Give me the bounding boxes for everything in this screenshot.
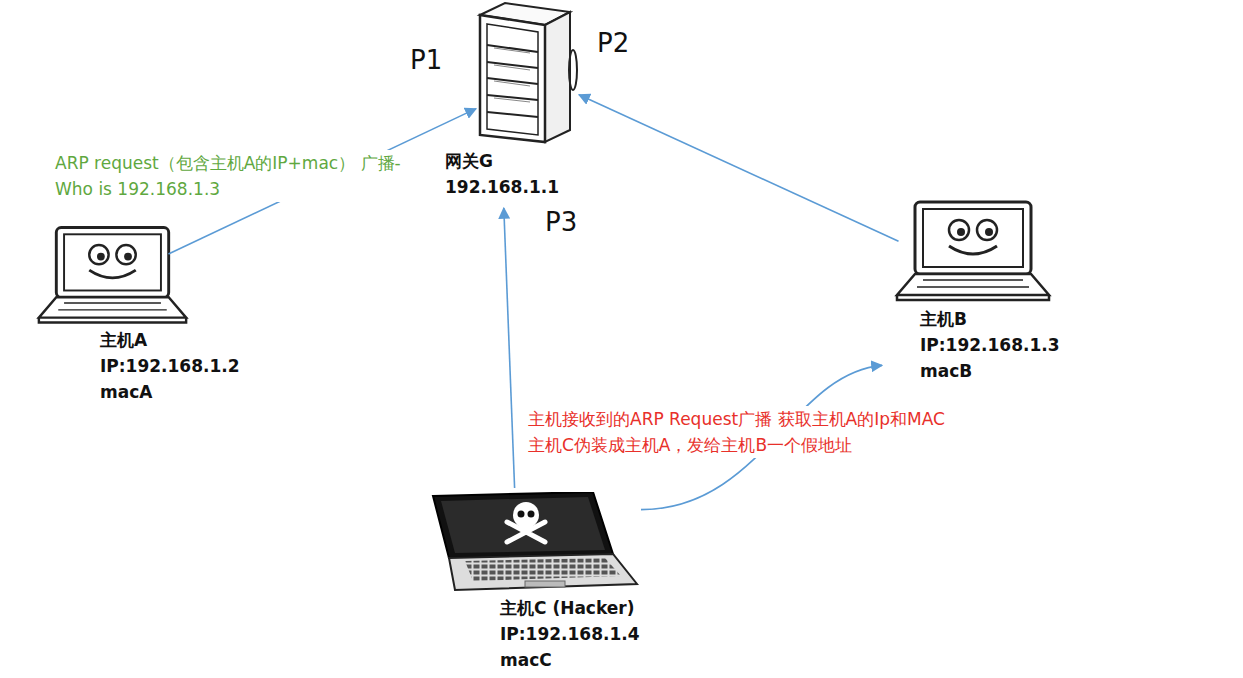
- device-node: 主机BIP:192.168.1.3macB: [890, 198, 1064, 384]
- laptop-icon: [897, 202, 1049, 300]
- device-text: IP:192.168.1.3: [920, 332, 1064, 358]
- edge-note: 主机接收到的ARP Request广播 获取主机A的Ip和MAC 主机C伪装成主…: [528, 406, 948, 458]
- device-text: 网关G: [445, 148, 585, 174]
- port-label: P1: [410, 45, 442, 75]
- device-text: 主机B: [920, 306, 1064, 332]
- gateway-icon: [480, 3, 577, 142]
- device-text: macB: [920, 358, 1064, 384]
- device-text: IP:192.168.1.2: [100, 353, 244, 379]
- device-node: 主机AIP:192.168.1.2macA: [30, 222, 244, 405]
- device-text: 主机C (Hacker): [500, 595, 644, 621]
- connector-arrow: [579, 95, 899, 241]
- laptop-icon: [39, 228, 186, 323]
- device-node: 主机C (Hacker)IP:192.168.1.4macC: [420, 492, 644, 673]
- device-text: 192.168.1.1: [445, 174, 585, 200]
- device-text: macA: [100, 379, 244, 405]
- device-text: 主机A: [100, 327, 244, 353]
- device-text: macC: [500, 647, 644, 673]
- connector-arrow: [504, 208, 515, 488]
- port-label: P3: [545, 207, 577, 237]
- hacker-laptop-icon: [433, 492, 637, 590]
- device-node: 网关G192.168.1.1: [440, 0, 585, 200]
- device-text: IP:192.168.1.4: [500, 621, 644, 647]
- port-label: P2: [597, 28, 629, 58]
- edge-note: ARP request（包含主机A的IP+mac） 广播-Who is 192.…: [55, 150, 435, 202]
